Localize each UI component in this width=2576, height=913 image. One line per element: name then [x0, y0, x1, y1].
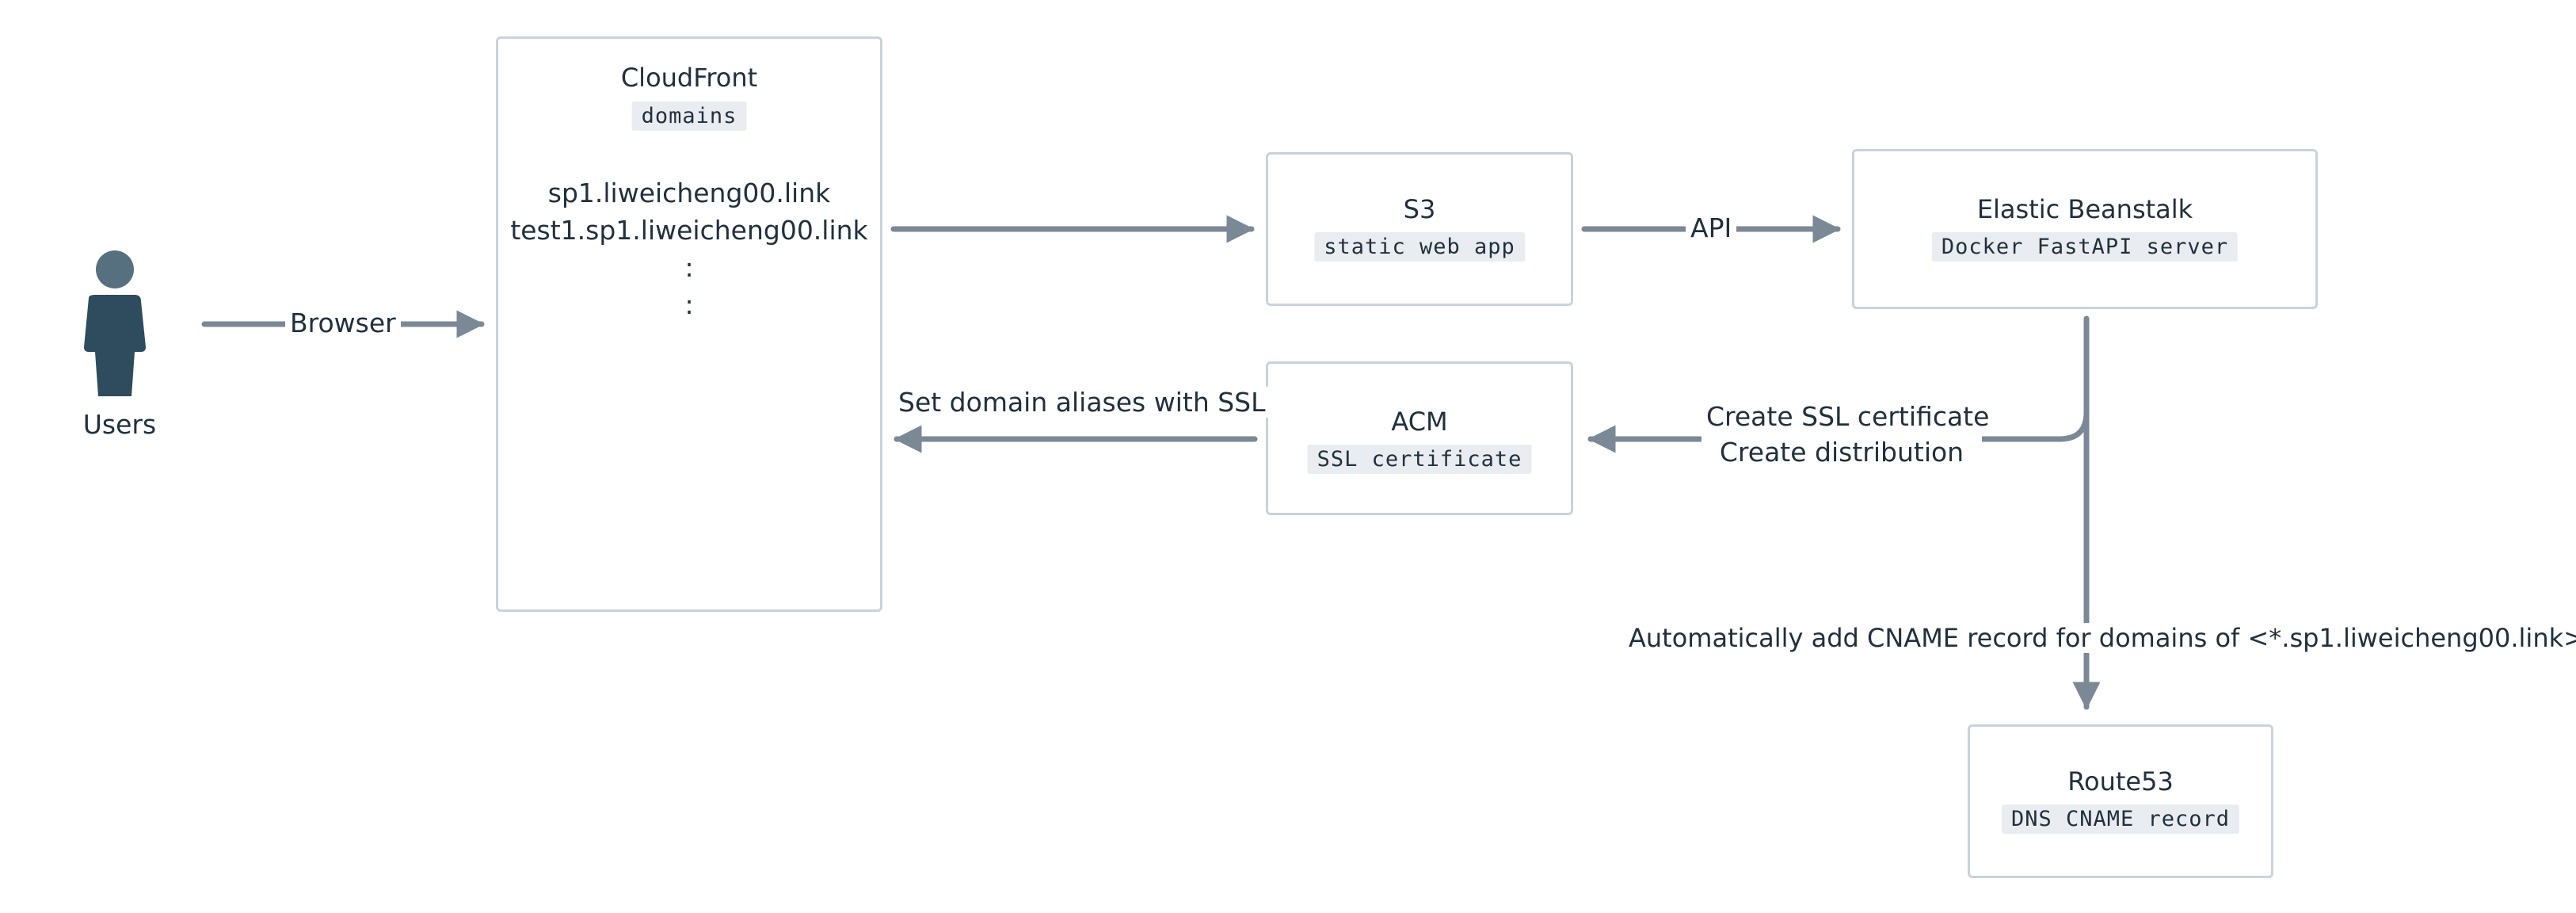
edge-label-cname: Automatically add CNAME record for domai… — [1624, 623, 2576, 653]
acm-subtitle: SSL certificate — [1307, 445, 1532, 474]
s3-node: S3 static web app — [1266, 152, 1573, 306]
cloudfront-domain-more-2: : — [684, 289, 694, 320]
beanstalk-subtitle: Docker FastAPI server — [1931, 232, 2239, 262]
users-label: Users — [71, 409, 168, 440]
acm-title: ACM — [1391, 407, 1448, 437]
beanstalk-title: Elastic Beanstalk — [1976, 194, 2193, 224]
cloudfront-domain-1: sp1.liweicheng00.link — [547, 178, 831, 208]
s3-title: S3 — [1403, 194, 1436, 224]
edge-label-create-ssl: Create SSL certificate — [1701, 401, 1989, 432]
route53-title: Route53 — [2067, 766, 2174, 796]
edge-label-api: API — [1686, 212, 1737, 243]
edge-label-create-distribution: Create distribution — [1701, 437, 1982, 468]
cloudfront-title: CloudFront — [620, 63, 758, 93]
cloudfront-subtitle: domains — [631, 101, 747, 131]
s3-subtitle: static web app — [1314, 232, 1525, 262]
edge-label-browser: Browser — [285, 308, 401, 338]
cloudfront-domain-more-1: : — [684, 252, 694, 283]
edge-label-create-group: Create SSL certificate Create distributi… — [1701, 401, 1989, 468]
route53-subtitle: DNS CNAME record — [2001, 804, 2240, 834]
cloudfront-node: CloudFront domains sp1.liweicheng00.link… — [496, 36, 882, 612]
user-icon — [79, 250, 151, 401]
beanstalk-node: Elastic Beanstalk Docker FastAPI server — [1852, 149, 2318, 309]
cloudfront-domain-2: test1.sp1.liweicheng00.link — [510, 215, 868, 246]
acm-node: ACM SSL certificate — [1266, 361, 1573, 515]
edge-label-set-aliases: Set domain aliases with SSL — [894, 387, 1271, 418]
route53-node: Route53 DNS CNAME record — [1968, 724, 2273, 878]
